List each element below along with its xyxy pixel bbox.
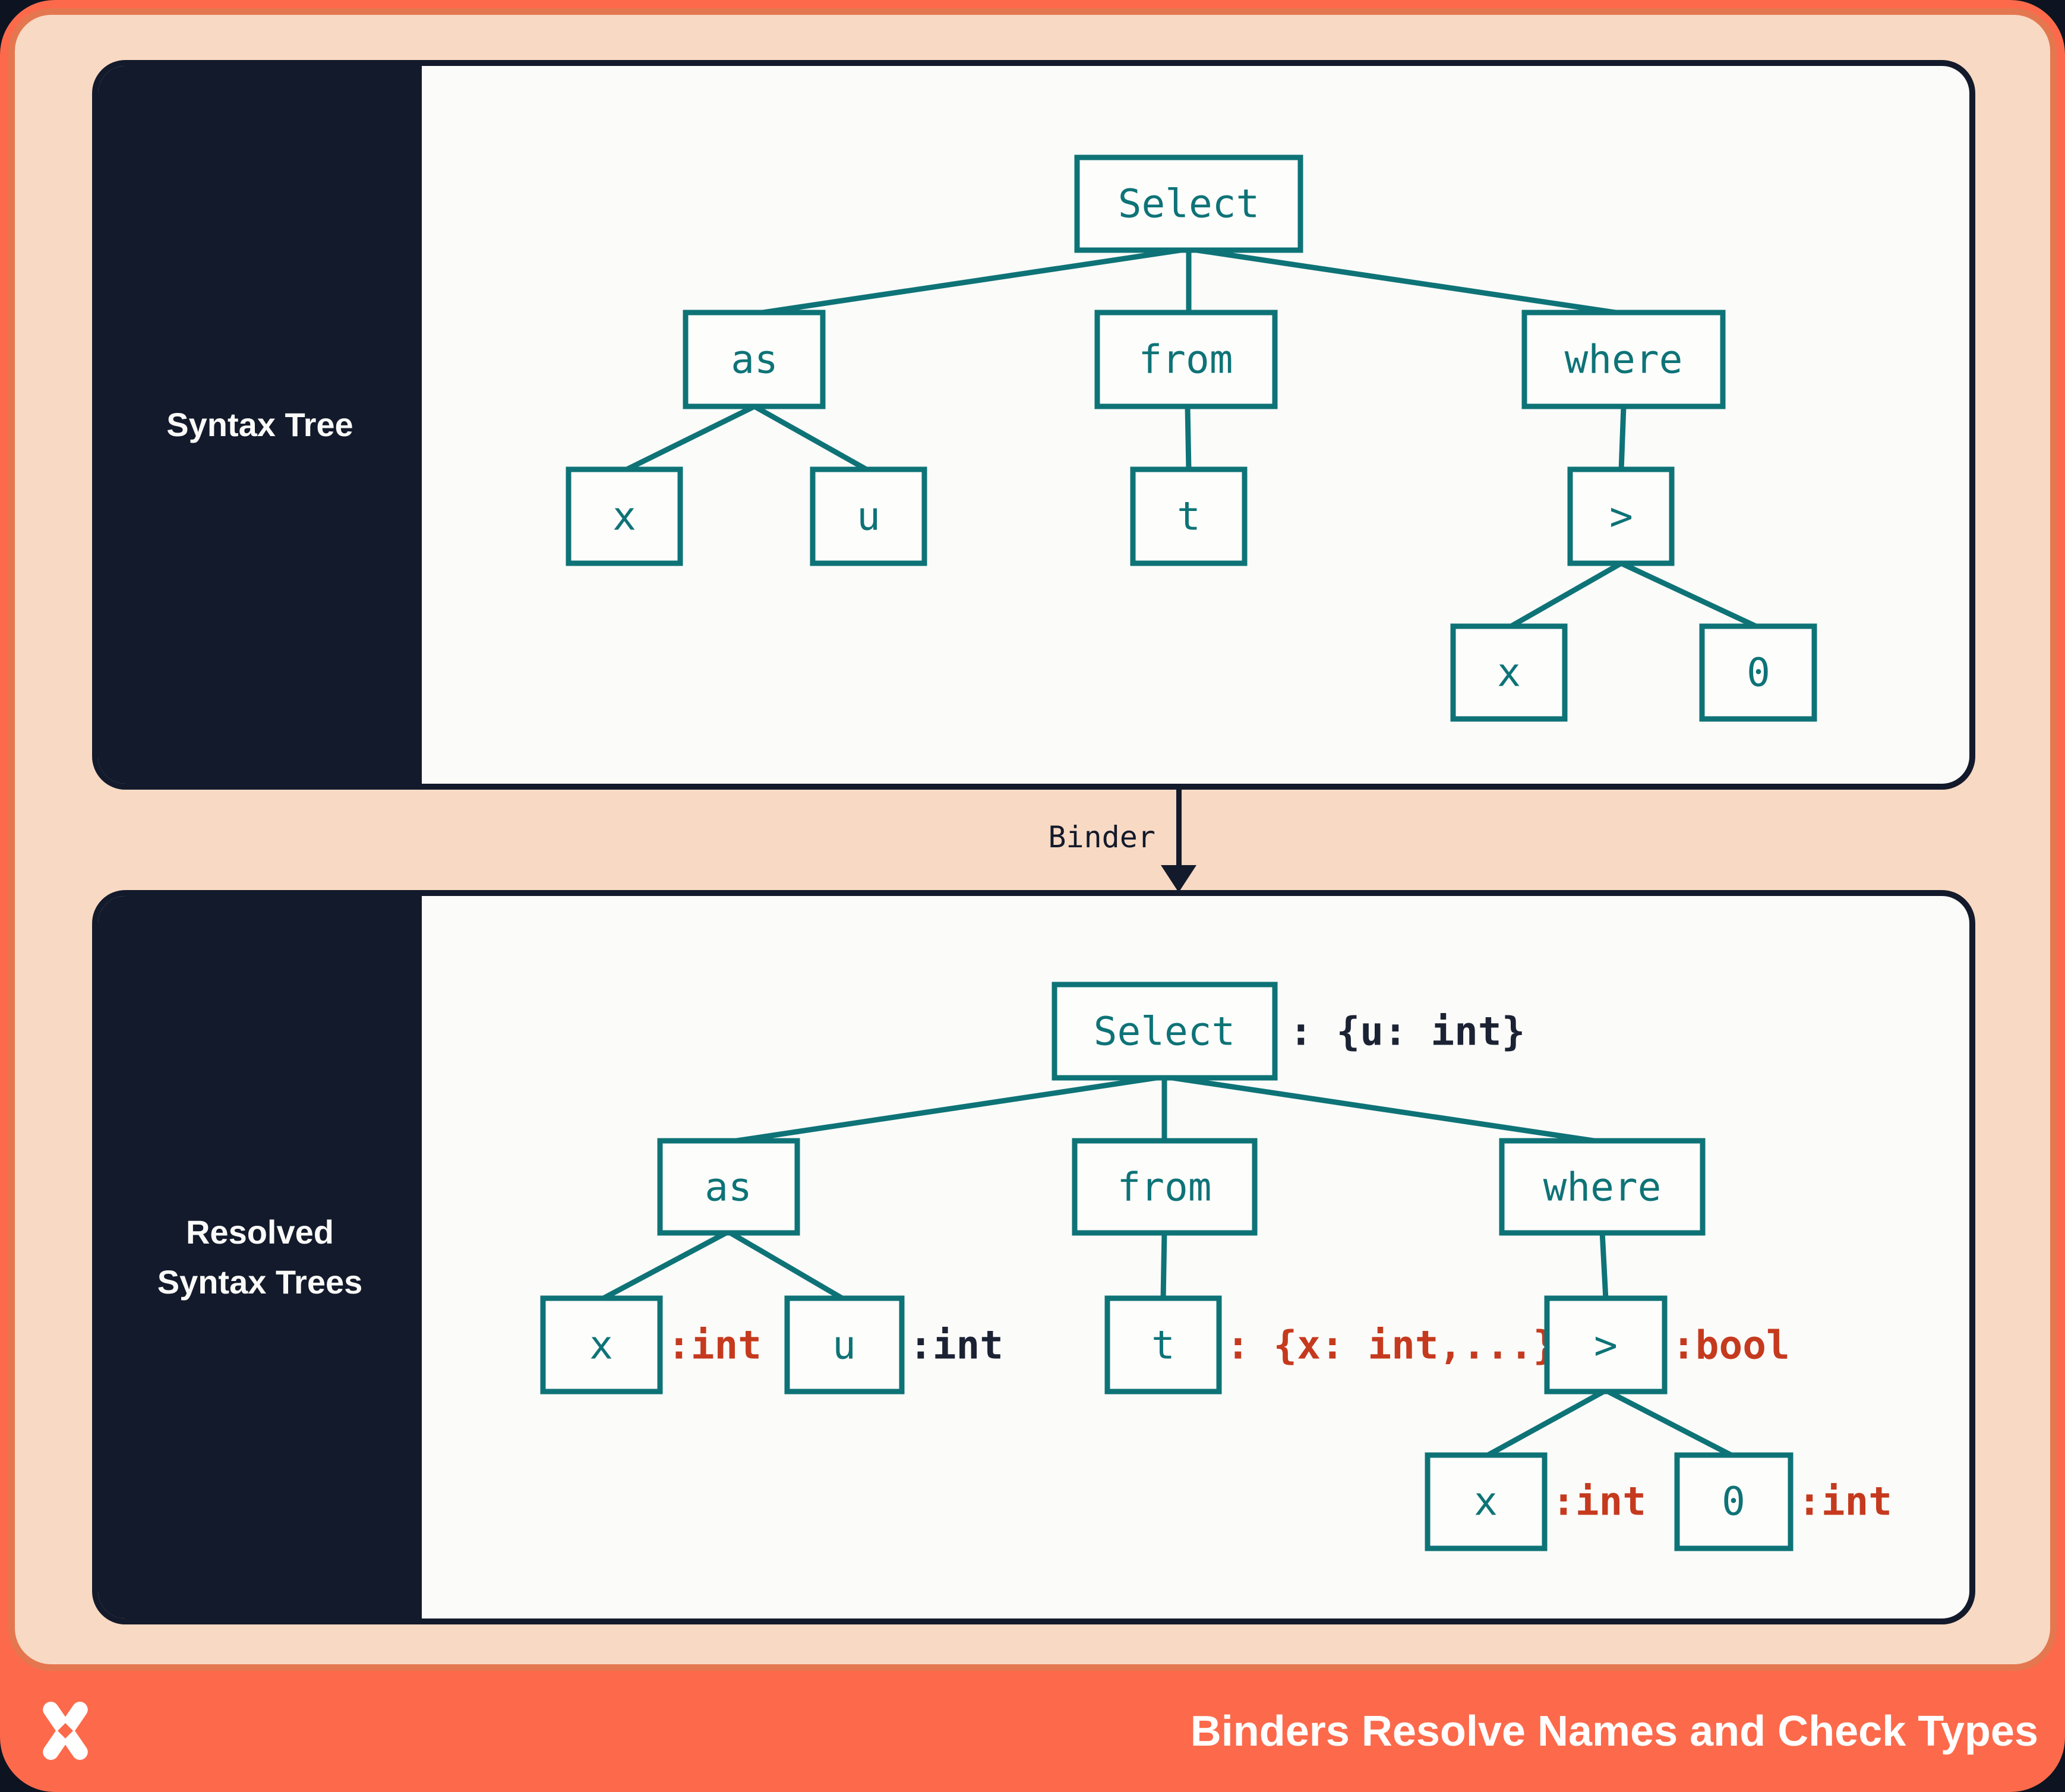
node-label: x — [1474, 1479, 1498, 1525]
node-label: x — [612, 494, 636, 540]
tree-node-from: from — [1072, 1138, 1258, 1236]
syntax-tree-sidebar: Syntax Tree — [98, 66, 422, 784]
tree-node-u: u — [784, 1295, 905, 1395]
tree-node-t: t — [1104, 1295, 1222, 1395]
node-box — [810, 466, 927, 566]
tree-edges — [623, 246, 1760, 630]
resolved-syntax-trees-panel: Resolved Syntax Trees Select : {u: int} … — [92, 890, 1975, 1624]
node-label: u — [832, 1323, 856, 1368]
node-box — [540, 1295, 663, 1395]
resolved-syntax-trees-sidebar: Resolved Syntax Trees — [98, 896, 422, 1619]
node-label: Select — [1094, 1009, 1235, 1055]
node-label: x — [589, 1323, 613, 1368]
node-box — [1094, 310, 1278, 409]
x-mark-logo-icon — [43, 1702, 88, 1760]
binder-label: Binder — [1048, 820, 1155, 854]
node-box — [1072, 1138, 1258, 1236]
footer-band: Binders Resolve Names and Check Types — [0, 1671, 2065, 1792]
tree-edges — [599, 1074, 1735, 1459]
tree-node-gt: > — [1567, 466, 1675, 566]
tree-node-x2: x — [1450, 623, 1568, 722]
tree-node-from: from — [1094, 310, 1278, 409]
syntax-tree-panel: Syntax Tree Select as from — [92, 60, 1975, 790]
node-box — [683, 310, 826, 409]
node-box — [1130, 466, 1248, 566]
node-label: t — [1151, 1323, 1175, 1368]
tree-node-where: where — [1499, 1138, 1706, 1236]
sidebar-label-line2: Syntax Trees — [157, 1263, 363, 1301]
node-label: from — [1117, 1165, 1212, 1210]
node-box — [1544, 1295, 1668, 1395]
node-box — [1674, 1452, 1794, 1551]
node-label: where — [1565, 337, 1683, 383]
binder-arrow-line — [1176, 790, 1182, 868]
annotation-u-type: :int — [909, 1323, 1003, 1368]
node-label: x — [1497, 650, 1521, 696]
tree-node-u: u — [810, 466, 927, 566]
tree-node-select: Select — [1052, 982, 1278, 1081]
node-label: u — [857, 494, 880, 540]
sidebar-label-line1: Resolved — [185, 1213, 334, 1251]
annotation-x1-type: :int — [667, 1323, 762, 1368]
node-box — [1567, 466, 1675, 566]
tree-node-x1: x — [540, 1295, 663, 1395]
tree-node-as: as — [683, 310, 826, 409]
node-label: 0 — [1722, 1479, 1745, 1525]
node-box — [1052, 982, 1278, 1081]
tree-node-zero: 0 — [1699, 623, 1817, 722]
resolved-syntax-trees-sidebar-label: Resolved Syntax Trees — [157, 1207, 363, 1307]
annotation-select-type: : {u: int} — [1289, 1009, 1525, 1055]
node-label: where — [1543, 1165, 1662, 1210]
tree-node-zero: 0 — [1674, 1452, 1794, 1551]
node-label: > — [1609, 494, 1633, 540]
node-label: as — [705, 1165, 752, 1210]
node-label: Select — [1118, 181, 1259, 227]
tree-node-select: Select — [1074, 154, 1303, 253]
tree-node-t: t — [1130, 466, 1248, 566]
tree-node-gt: > — [1544, 1295, 1668, 1395]
node-label: > — [1594, 1323, 1618, 1368]
node-box — [1450, 623, 1568, 722]
node-box — [1425, 1452, 1548, 1551]
node-label: t — [1177, 494, 1201, 540]
syntax-tree-diagram: Select as from where x u t > — [566, 154, 1817, 722]
annotation-x2-type: :int — [1552, 1479, 1646, 1525]
node-box — [1521, 310, 1726, 409]
annotation-t-type: : {x: int,...} — [1226, 1323, 1556, 1368]
node-box — [1074, 154, 1303, 253]
tree-node-x1: x — [566, 466, 683, 566]
node-label: from — [1139, 337, 1233, 383]
node-box — [1104, 1295, 1222, 1395]
node-label: 0 — [1747, 650, 1770, 696]
annotation-gt-type: :bool — [1672, 1323, 1790, 1368]
tree-node-as: as — [657, 1138, 800, 1236]
node-box — [1499, 1138, 1706, 1236]
node-box — [1699, 623, 1817, 722]
annotation-zero-type: :int — [1798, 1479, 1892, 1525]
node-label: as — [731, 337, 778, 383]
binder-arrowhead-icon — [1161, 865, 1196, 892]
tree-node-x2: x — [1425, 1452, 1548, 1551]
node-box — [566, 466, 683, 566]
tree-node-where: where — [1521, 310, 1726, 409]
syntax-tree-sidebar-label: Syntax Tree — [166, 406, 353, 443]
node-box — [784, 1295, 905, 1395]
footer-title: Binders Resolve Names and Check Types — [1190, 1708, 2038, 1755]
resolved-syntax-tree-diagram: Select : {u: int} as from where x :int u… — [540, 982, 1892, 1551]
node-box — [657, 1138, 800, 1236]
